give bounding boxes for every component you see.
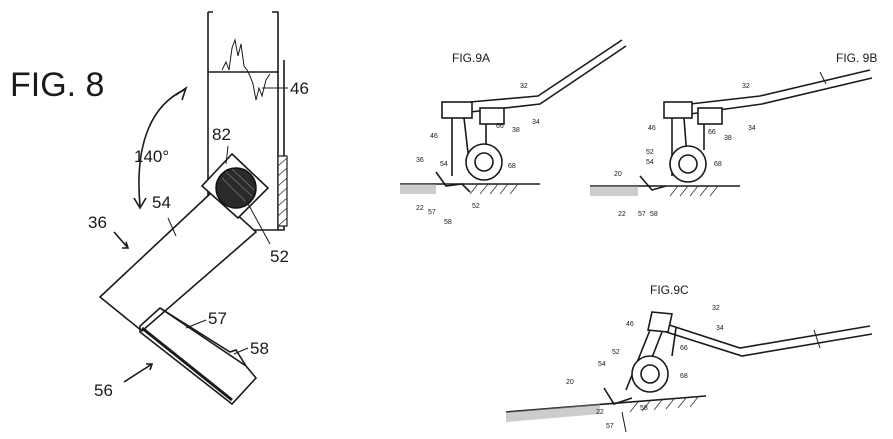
fig8-label-54: 54: [152, 193, 171, 212]
fig9b-bracket: [697, 107, 723, 125]
fig9b-label-22: 22: [618, 211, 626, 218]
fig8-leader-54: [167, 217, 177, 237]
fig9b-label-20: 20: [614, 171, 622, 178]
fig9b-label-58: 58: [650, 211, 658, 218]
fig9c-leader-57: [621, 411, 627, 433]
fig9b-label-32: 32: [742, 83, 750, 90]
fig9c-ground-hatch-lines: [629, 396, 699, 413]
fig9a-label-68: 68: [508, 163, 516, 170]
fig9c-label-20: 20: [566, 379, 574, 386]
fig9a-label-34: 34: [532, 119, 540, 126]
fig8-foot: [139, 306, 258, 406]
fig8-angle-arc: [138, 89, 185, 207]
fig9a-wheel-hub: [474, 152, 494, 172]
fig9b-label-66: 66: [708, 129, 716, 136]
fig9c-label-54: 54: [598, 361, 606, 368]
fig9a-label-32: 32: [520, 83, 528, 90]
fig9b-label-34: 34: [748, 125, 756, 132]
fig9a-ground-hatch-lines: [469, 183, 519, 195]
fig8-label-58: 58: [250, 339, 269, 358]
fig9a-shoe: [435, 171, 471, 193]
fig9c-ground-hatch: [506, 404, 600, 422]
fig9c-handle-lower: [659, 329, 873, 357]
fig9c-label-46: 46: [626, 321, 634, 328]
fig9a-title: FIG.9A: [452, 51, 490, 65]
fig9b-handle-upper: [689, 69, 871, 105]
fig9b-frame-box: [663, 101, 693, 119]
fig9a-ground-hatch: [400, 184, 436, 194]
fig8-title: FIG. 8: [10, 66, 104, 104]
fig9b-ground-hatch-lines: [669, 185, 719, 197]
fig8-side-plate: [277, 155, 288, 227]
fig9c-label-58: 58: [640, 405, 648, 412]
fig9c-label-52: 52: [612, 349, 620, 356]
fig9a-bracket: [479, 107, 505, 125]
fig8-arrow-36: [113, 231, 130, 249]
fig8-angle-arrow-bottom: [133, 197, 147, 210]
fig9a-label-57: 57: [428, 209, 436, 216]
fig9c-title: FIG.9C: [650, 283, 689, 297]
fig8-label-56: 56: [94, 381, 113, 400]
fig9b-label-52: 52: [646, 149, 654, 156]
fig8-side-plate-hatch: [277, 157, 288, 227]
fig9a-label-58: 58: [444, 219, 452, 226]
fig9c-label-66: 66: [680, 345, 688, 352]
fig8-label-82: 82: [212, 125, 231, 144]
fig9b-shoe: [639, 175, 667, 191]
fig9c-drawing: FIG.9C 32 34 46 66 68 52 54 20 22 57 58: [505, 283, 873, 433]
fig8-leader-57: [185, 319, 207, 329]
fig8-angle-arrow-top: [175, 85, 188, 101]
fig9b-label-68: 68: [714, 161, 722, 168]
fig9b-wheel-hub: [678, 154, 698, 174]
fig9b-label-57: 57: [638, 211, 646, 218]
fig9b-label-38: 38: [724, 135, 732, 142]
fig8-signal-trace: [221, 38, 271, 101]
fig9a-drawing: FIG.9A 32 34 46 66 38 68 36 54 52 22 57 …: [400, 39, 627, 226]
fig8-shaft: [215, 167, 257, 209]
fig9a-handle-lower: [469, 45, 627, 113]
fig8-shaft-shading: [221, 168, 255, 203]
fig9c-label-22: 22: [596, 409, 604, 416]
fig8-arrow-56: [123, 363, 154, 383]
fig8-arm: [98, 190, 258, 333]
fig9a-label-66: 66: [496, 123, 504, 130]
fig8-leader-52: [245, 199, 271, 245]
fig9c-frame-box: [647, 311, 673, 333]
fig9c-handle-upper: [659, 321, 871, 349]
fig9c-label-32: 32: [712, 305, 720, 312]
fig9b-label-46: 46: [648, 125, 656, 132]
fig9c-label-68: 68: [680, 373, 688, 380]
fig8-leader-82: [225, 145, 229, 165]
fig9c-label-34: 34: [716, 325, 724, 332]
fig9b-label-54: 54: [646, 159, 654, 166]
fig8-label-36: 36: [88, 213, 107, 232]
fig9a-label-22: 22: [416, 205, 424, 212]
fig9b-ground-hatch: [590, 186, 638, 196]
fig8-label-52: 52: [270, 247, 289, 266]
fig9a-frame-box: [441, 101, 473, 119]
fig9a-label-46: 46: [430, 133, 438, 140]
fig9b-title: FIG. 9B: [836, 51, 877, 65]
fig9b-drawing: FIG. 9B 32 34 46 66 38 68 52 54 20 22 57…: [590, 51, 877, 218]
fig8-label-46: 46: [290, 79, 309, 98]
fig9c-wheel-hub: [640, 364, 660, 384]
fig8-foot-step: [159, 307, 247, 367]
fig9a-label-54: 54: [440, 161, 448, 168]
fig8-foot-edge: [141, 326, 233, 402]
fig9a-label-52: 52: [472, 203, 480, 210]
fig8-leader-58: [233, 347, 249, 355]
fig9a-label-36: 36: [416, 157, 424, 164]
fig9b-arc-mark: [819, 71, 827, 85]
fig8-drawing: FIG. 8 140°: [10, 11, 309, 406]
fig8-angle-label: 140°: [134, 147, 169, 166]
fig8-label-57: 57: [208, 309, 227, 328]
fig9a-label-38: 38: [512, 127, 520, 134]
fig9c-label-57: 57: [606, 423, 614, 430]
fig9c-arc-mark: [813, 329, 821, 349]
fig9a-handle-upper: [469, 39, 623, 103]
